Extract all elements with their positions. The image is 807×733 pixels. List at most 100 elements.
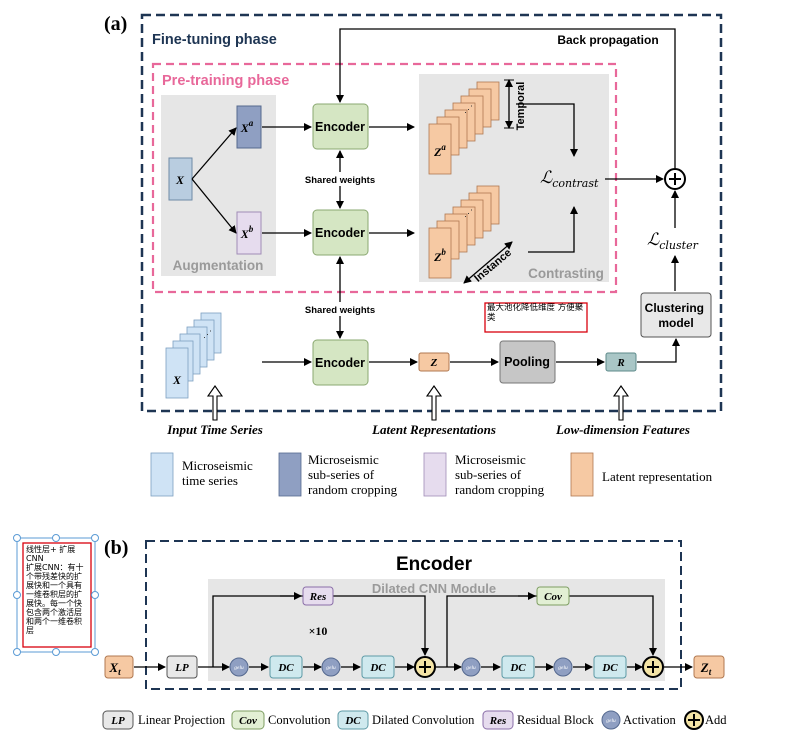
zb-label-base: Z xyxy=(433,250,442,264)
note-l0: 线性层+ 扩展 xyxy=(26,544,75,554)
gelu-2-label: gelu xyxy=(326,665,336,671)
handle-mr xyxy=(91,591,99,599)
low-dimension-features-label: Low-dimension Features xyxy=(555,422,690,437)
instance-arrow xyxy=(463,241,513,284)
augmentation-label: Augmentation xyxy=(173,258,264,273)
finetuning-title: Fine-tuning phase xyxy=(152,32,277,48)
note-l6: 一维卷积层的扩 xyxy=(26,589,82,599)
temporal-label: Temporal xyxy=(515,82,527,131)
shared-weights-2-bg xyxy=(300,302,380,316)
za-stack: ⋰ xyxy=(428,81,500,175)
legend-latent-swatch xyxy=(570,452,594,497)
dc-1 xyxy=(269,655,303,679)
hollow-arrow-input xyxy=(206,385,224,421)
encoder-frame xyxy=(145,540,682,690)
annotation-note-box xyxy=(484,302,588,333)
legend-a0-l0: Microseismic xyxy=(182,458,253,473)
xa-box xyxy=(236,105,262,149)
legend-a0-l1: time series xyxy=(182,473,238,488)
gelu-3 xyxy=(461,657,481,677)
encoder-middle xyxy=(312,209,369,256)
zt-label: Zt xyxy=(700,660,712,677)
l-contrast-sub: contrast xyxy=(552,177,599,190)
xb-label-sup: b xyxy=(249,224,254,234)
svg-text:⋰: ⋰ xyxy=(203,329,212,339)
za-label-base: Z xyxy=(433,145,442,159)
legend-crop-a-swatch xyxy=(278,452,302,497)
gelu-3-label: gelu xyxy=(466,665,476,671)
legend-dc-box xyxy=(337,710,369,730)
zt-box xyxy=(693,655,725,679)
l-contrast-base: ℒ xyxy=(540,168,553,188)
note-l8: 包含两个激活层 xyxy=(26,607,82,617)
gelu-2 xyxy=(321,657,341,677)
note-l7: 展快。每一个快 xyxy=(26,598,82,608)
shared-weights-2: Shared weights xyxy=(305,305,375,316)
legend-cov-key: Cov xyxy=(239,715,257,727)
z-box xyxy=(418,352,450,372)
back-propagation-arrow xyxy=(336,28,676,168)
legend-a2-l0: Microseismic xyxy=(455,452,526,467)
legend-cov-text: Convolution xyxy=(268,713,331,727)
clustering-model-line2: model xyxy=(658,316,693,330)
note-l5: 展快和一个具有 xyxy=(26,580,82,590)
svg-text:⋰: ⋰ xyxy=(464,208,473,218)
legend-gelu-key: gelu xyxy=(606,718,616,724)
legend-latent-text: Latent representation xyxy=(602,469,713,484)
za-label-sup: a xyxy=(441,142,446,152)
cov-label: Cov xyxy=(544,591,562,603)
pretraining-title: Pre-training phase xyxy=(162,73,289,89)
res-box xyxy=(302,586,334,606)
xt-box xyxy=(104,655,134,679)
dc-2 xyxy=(361,655,395,679)
xa-label-base: X xyxy=(240,121,250,135)
note-text: 线性层+ 扩展 CNN 扩展CNN：有十 个带残差快的扩 展快和一个具有 一维卷… xyxy=(26,544,86,635)
hollow-arrow-latent xyxy=(425,385,443,421)
encoder-bottom-label: Encoder xyxy=(315,356,365,370)
dc-1-label: DC xyxy=(277,662,294,674)
legend-a1-l0: Microseismic xyxy=(308,452,379,467)
arrow-zb-to-contrast xyxy=(528,206,578,253)
handle-tl xyxy=(13,534,21,542)
legend-crop-b-swatch xyxy=(423,452,447,497)
z-box-label: Z xyxy=(430,357,438,369)
xb-label-base: X xyxy=(240,227,250,241)
gelu-4 xyxy=(553,657,573,677)
pretraining-frame xyxy=(151,62,618,294)
legend-add-text: Add xyxy=(705,713,727,727)
legend-a2-l1: sub-series of xyxy=(455,467,522,482)
handle-ml xyxy=(13,591,21,599)
encoder-bottom xyxy=(312,339,369,386)
lp-box xyxy=(166,655,198,679)
gelu-4-label: gelu xyxy=(558,665,568,671)
encoder-top-label: Encoder xyxy=(315,120,365,134)
legend-lp-box xyxy=(102,710,134,730)
dc-2-label: DC xyxy=(369,662,386,674)
annotation-note-wrap: 最大池化降低维度 方便聚类 xyxy=(487,303,584,323)
encoder-title: Encoder xyxy=(396,554,473,575)
legend-a2-l2: random cropping xyxy=(455,482,545,497)
xa-label-sup: a xyxy=(249,118,254,128)
legend-crop-a-text: Microseismic sub-series of random croppi… xyxy=(308,452,398,497)
encoder-middle-label: Encoder xyxy=(315,226,365,240)
contrasting-label: Contrasting xyxy=(528,266,604,281)
cov-box xyxy=(536,586,570,606)
pooling-label: Pooling xyxy=(504,355,550,369)
r-box xyxy=(605,352,637,372)
note-l4: 个带残差快的扩 xyxy=(26,571,82,581)
legend-crop-b-text: Microseismic sub-series of random croppi… xyxy=(455,452,545,497)
zb-label: Zb xyxy=(433,247,446,264)
gelu-1 xyxy=(229,657,249,677)
dilated-cnn-title: Dilated CNN Module xyxy=(372,581,496,596)
note-l3: 扩展CNN：有十 xyxy=(26,562,84,572)
legend-cov-box xyxy=(231,710,265,730)
legend-res-key: Res xyxy=(489,715,507,727)
annotation-note: 最大池化降低维度 方便聚类 xyxy=(487,303,584,323)
xb-label: Xb xyxy=(240,224,254,241)
legend-lp-key: LP xyxy=(110,715,125,727)
l-cluster-base: ℒ xyxy=(647,230,660,250)
input-time-series-label: Input Time Series xyxy=(166,422,263,437)
handle-tm xyxy=(52,534,60,542)
dc-4-label: DC xyxy=(601,662,618,674)
legend-time-series-text: Microseismic time series xyxy=(182,458,256,488)
